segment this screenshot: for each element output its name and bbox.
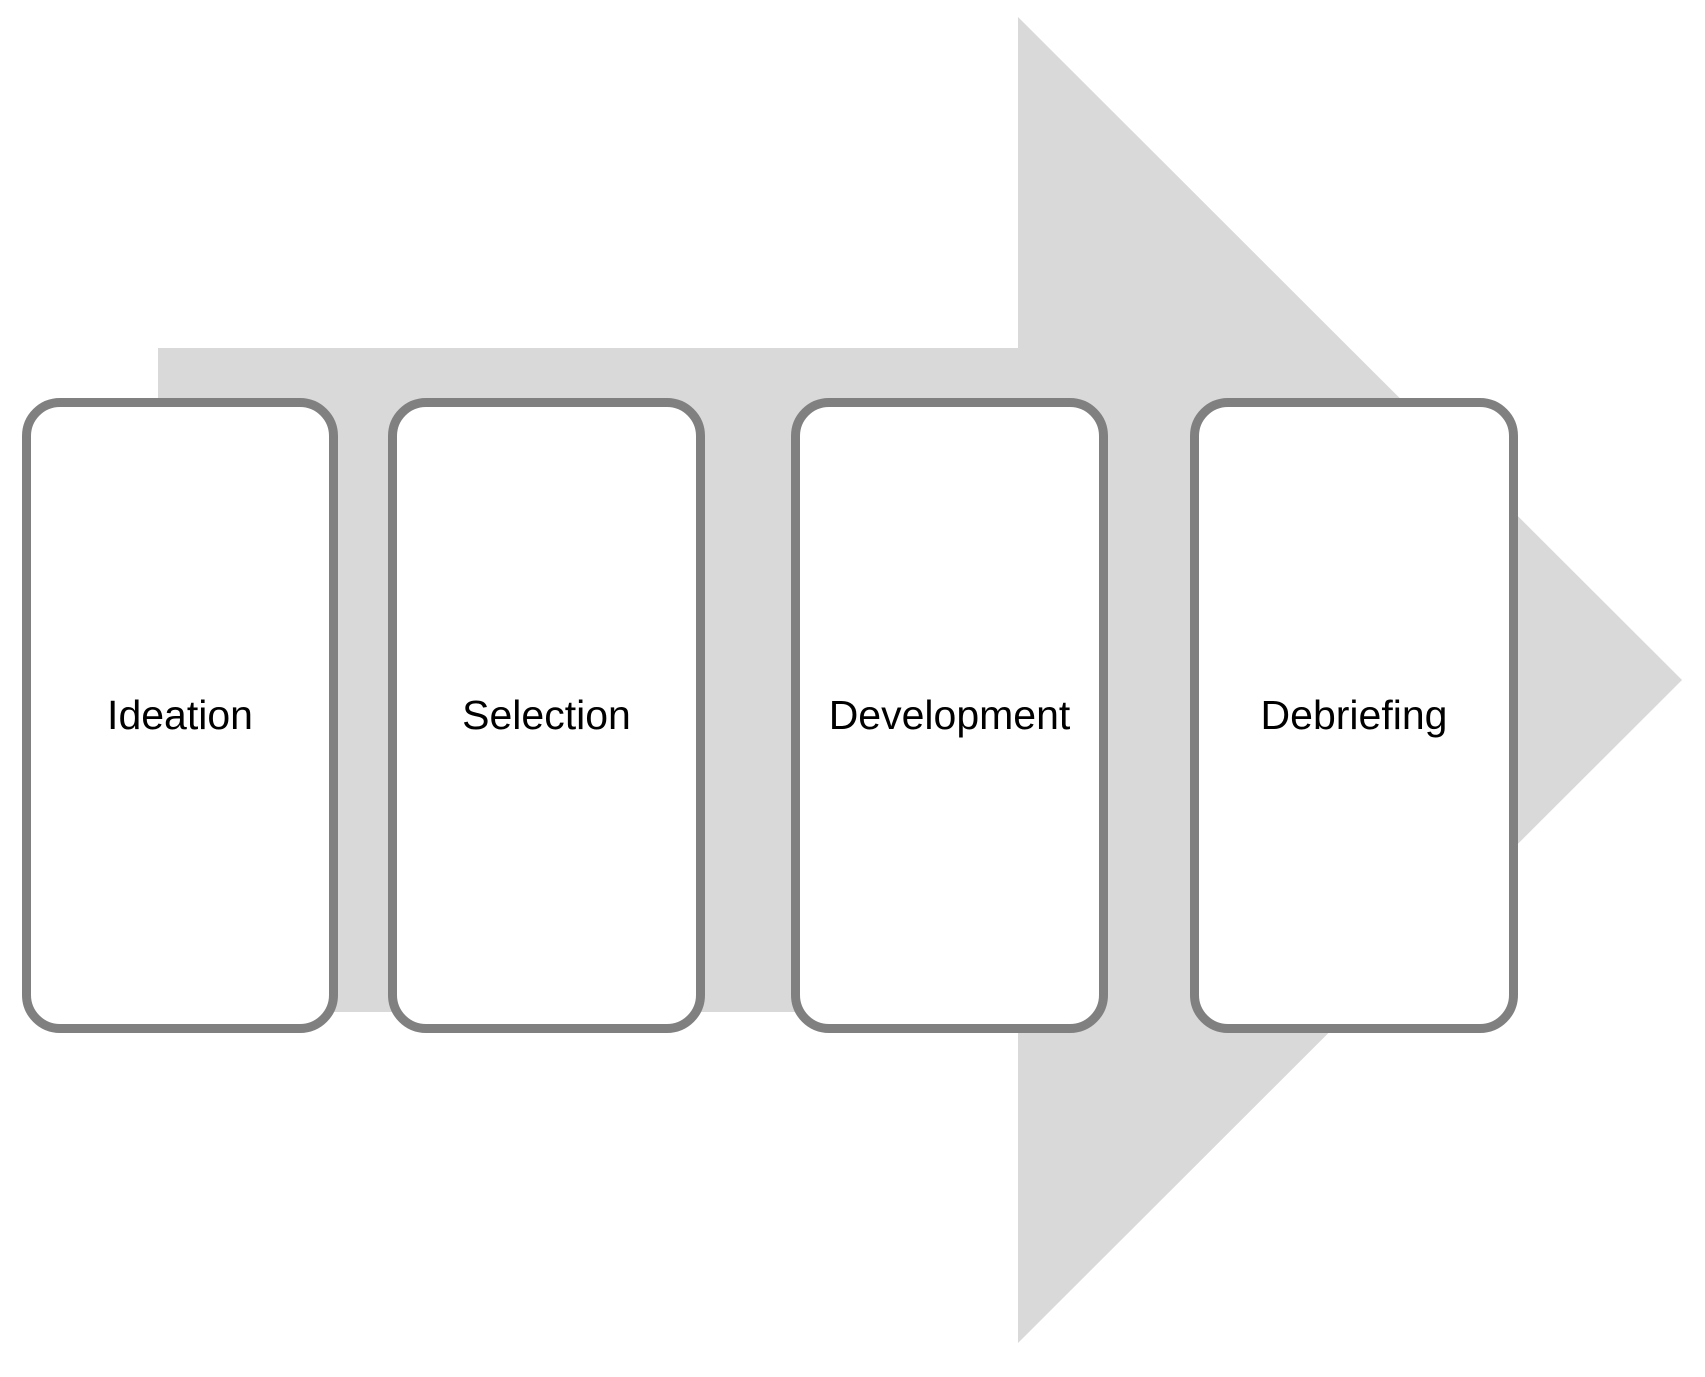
- stage-box-development[interactable]: Development: [791, 398, 1108, 1033]
- stage-box-debriefing[interactable]: Debriefing: [1190, 398, 1518, 1033]
- stage-label-selection: Selection: [462, 692, 631, 738]
- stage-box-selection[interactable]: Selection: [388, 398, 705, 1033]
- stage-label-development: Development: [828, 692, 1071, 738]
- stage-label-ideation: Ideation: [107, 692, 253, 738]
- stage-label-debriefing: Debriefing: [1260, 692, 1448, 738]
- stage-box-ideation[interactable]: Ideation: [22, 398, 338, 1033]
